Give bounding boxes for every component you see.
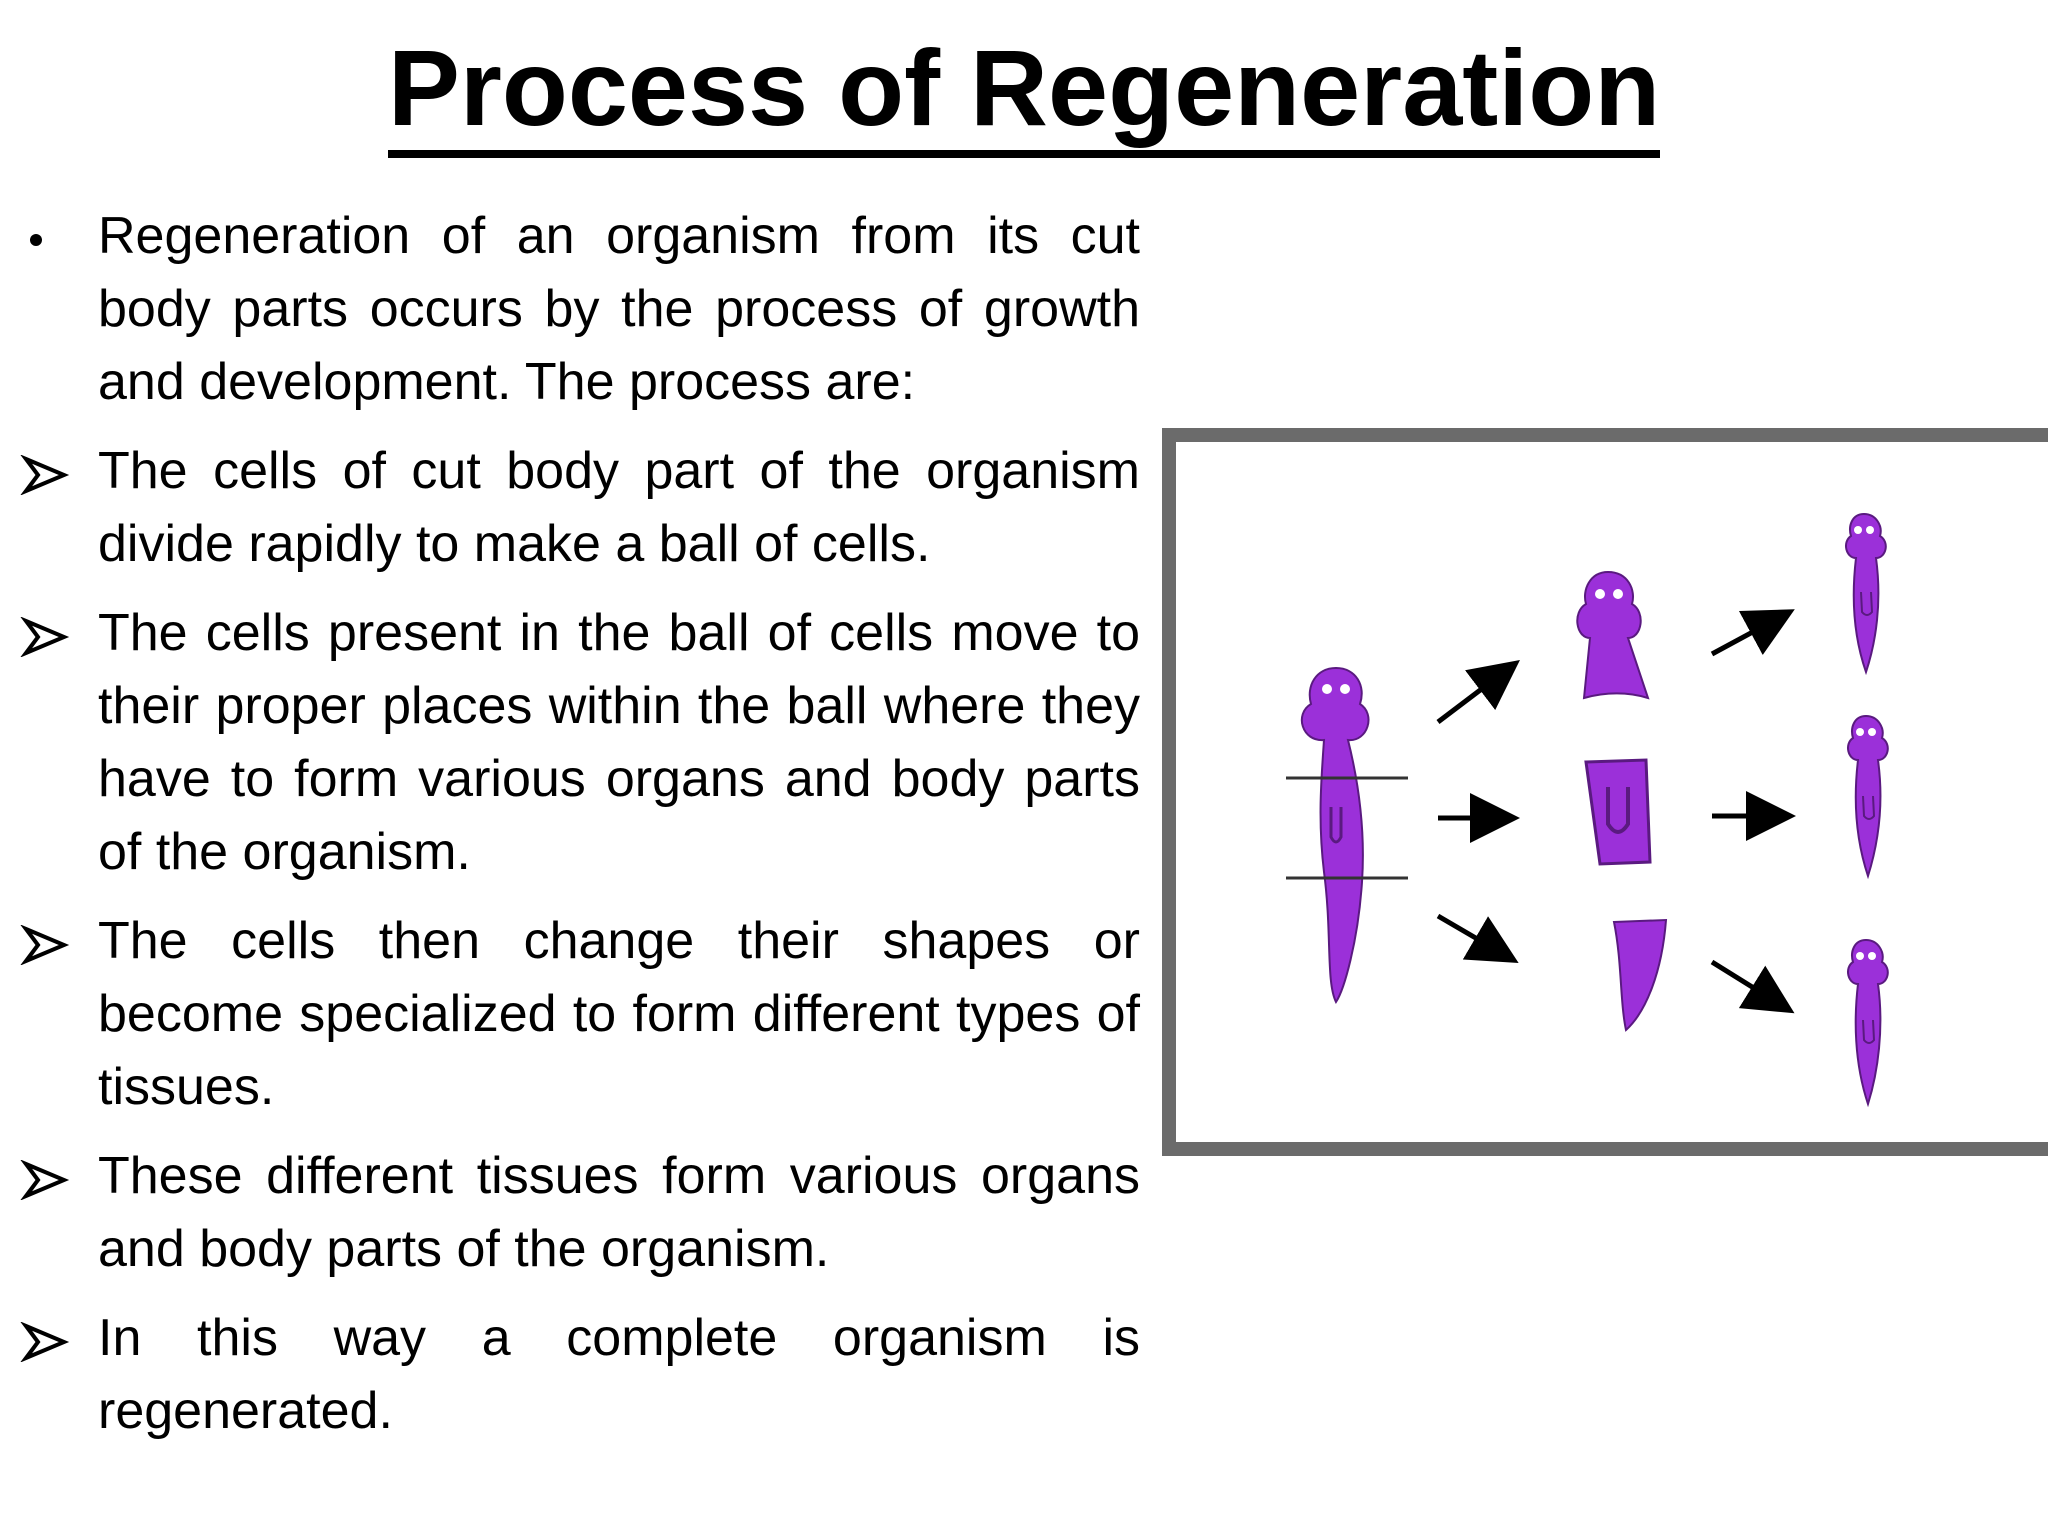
intro-text: Regeneration of an organism from its cut… bbox=[98, 207, 1140, 411]
page-title: Process of Regeneration bbox=[0, 18, 2048, 158]
planaria-icon bbox=[1846, 938, 1889, 1108]
regeneration-figure bbox=[1162, 428, 2048, 1156]
planaria-icon bbox=[1846, 714, 1889, 880]
arrowhead-bullet-icon bbox=[20, 1302, 70, 1362]
intro-item: Regeneration of an organism from its cut… bbox=[20, 200, 1140, 419]
step-item: The cells then change their shapes or be… bbox=[20, 905, 1140, 1124]
step-item: The cells of cut body part of the organi… bbox=[20, 435, 1140, 581]
step-text: In this way a complete organism is regen… bbox=[98, 1309, 1140, 1440]
step-text: The cells present in the ball of cells m… bbox=[98, 604, 1140, 881]
planaria-icon bbox=[1576, 570, 1650, 700]
step-text: The cells of cut body part of the organi… bbox=[98, 442, 1140, 573]
step-text: The cells then change their shapes or be… bbox=[98, 912, 1140, 1116]
arrowhead-bullet-icon bbox=[20, 597, 70, 657]
arrowhead-bullet-icon bbox=[20, 1140, 70, 1200]
regeneration-diagram bbox=[1286, 512, 1889, 1108]
arrow-icon bbox=[1710, 959, 1795, 1014]
arrow-icon bbox=[1710, 609, 1795, 657]
title-text: Process of Regeneration bbox=[387, 32, 1661, 158]
step-item: The cells present in the ball of cells m… bbox=[20, 597, 1140, 889]
planaria-icon bbox=[1612, 918, 1668, 1032]
arrowhead-bullet-icon bbox=[20, 905, 70, 965]
step-text: These different tissues form various org… bbox=[98, 1147, 1140, 1278]
text-content: Regeneration of an organism from its cut… bbox=[20, 200, 1140, 1464]
arrow-icon bbox=[1436, 659, 1520, 724]
bullet-icon bbox=[20, 200, 70, 260]
arrowhead-bullet-icon bbox=[20, 435, 70, 495]
step-item: In this way a complete organism is regen… bbox=[20, 1302, 1140, 1448]
step-item: These different tissues form various org… bbox=[20, 1140, 1140, 1286]
planaria-icon bbox=[1584, 758, 1652, 866]
arrow-icon bbox=[1436, 913, 1519, 964]
planaria-icon bbox=[1844, 512, 1887, 676]
planaria-icon bbox=[1300, 666, 1370, 1004]
